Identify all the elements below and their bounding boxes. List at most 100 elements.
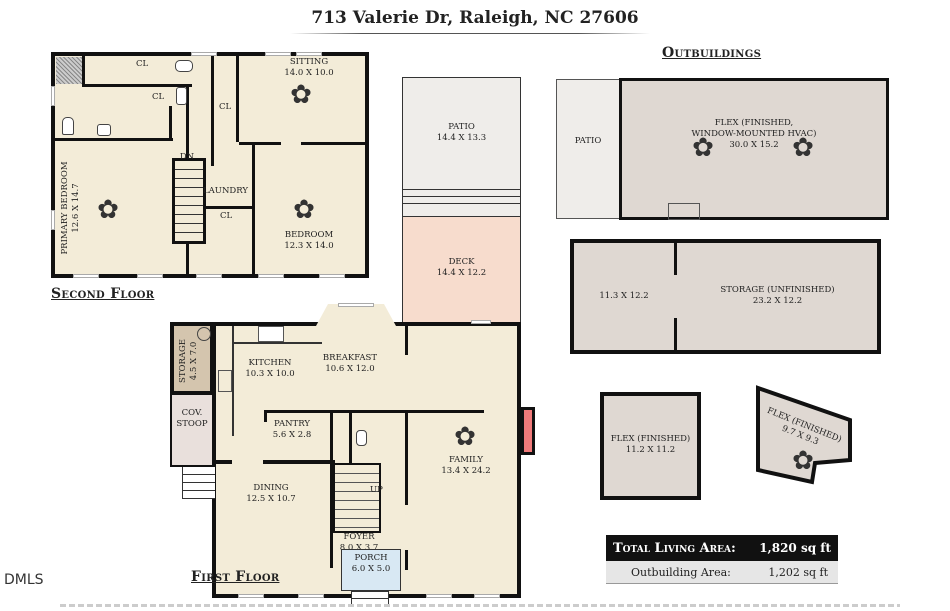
- window: [319, 274, 345, 278]
- step-line: [402, 203, 521, 204]
- room-label-kitchen: Kitchen 10.3 X 10.0: [245, 358, 295, 379]
- room-label-family: Family 13.4 X 24.2: [441, 455, 491, 476]
- window: [296, 52, 322, 56]
- title-underline: [290, 33, 650, 34]
- window: [265, 52, 291, 56]
- window: [471, 320, 491, 324]
- area-totals-table: Total Living Area: 1,820 sq ft Outbuildi…: [606, 535, 838, 584]
- room-label: CL: [220, 211, 233, 221]
- toilet-icon: [175, 60, 193, 72]
- window: [196, 274, 222, 278]
- sink-icon: [97, 124, 111, 136]
- wall: [201, 206, 252, 209]
- wall: [330, 450, 333, 568]
- wall: [405, 550, 408, 570]
- stove-icon: [218, 370, 232, 392]
- porch-area: [341, 549, 401, 591]
- flex-building-1: [619, 78, 889, 220]
- hvac-unit-icon: [668, 203, 700, 220]
- window: [51, 210, 55, 230]
- flex-building-2: [600, 392, 701, 500]
- wall: [212, 460, 232, 464]
- room-label: CL: [136, 59, 149, 69]
- outbuilding-area-label: Outbuilding Area:: [631, 565, 731, 579]
- room-label-storage-small: 11.3 X 12.2: [599, 291, 649, 301]
- disclaimer-text: [60, 604, 900, 607]
- room-label-storage-unfinished: Storage (Unfinished) 23.2 X 12.2: [720, 285, 835, 306]
- flex-building-3: [756, 385, 852, 485]
- room-label-porch: Porch 6.0 X 5.0: [351, 553, 391, 574]
- window: [51, 86, 55, 106]
- outbuilding-area-value: 1,202 sq ft: [768, 565, 828, 579]
- room-label-patio: Patio 14.4 X 13.3: [436, 122, 487, 143]
- room-label-deck: Deck 14.4 X 12.2: [436, 257, 487, 278]
- wall: [674, 243, 677, 350]
- toilet-icon: [356, 430, 367, 446]
- wall: [186, 234, 189, 278]
- window: [426, 594, 452, 598]
- room-label: Laundry: [203, 186, 248, 196]
- total-living-area-value: 1,820 sq ft: [759, 541, 831, 555]
- outbuilding-patio: [556, 79, 620, 219]
- toilet-icon: [62, 117, 74, 135]
- wall: [82, 56, 85, 86]
- wall: [169, 106, 172, 140]
- wall: [264, 410, 267, 422]
- deck-area: [402, 216, 521, 325]
- window: [474, 594, 500, 598]
- room-label-stoop: COV. STOOP: [176, 408, 208, 429]
- section-heading-second-floor: Second Floor: [51, 286, 155, 302]
- ceiling-fan-icon: ✿: [792, 446, 814, 476]
- outbuilding-area-row: Outbuilding Area: 1,202 sq ft: [606, 561, 838, 584]
- room-label-flex-2: Flex (Finished) 11.2 X 11.2: [610, 434, 691, 455]
- wall: [211, 56, 214, 166]
- ceiling-fan-icon: ✿: [792, 133, 814, 163]
- stair-label: UP: [370, 485, 383, 495]
- staircase-down: [172, 158, 206, 244]
- room-label-foyer: Foyer 8.0 X 3.7: [339, 532, 379, 553]
- page-title: 713 Valerie Dr, Raleigh, NC 27606: [311, 8, 639, 28]
- staircase-up: [333, 463, 381, 533]
- shower-icon: [56, 57, 83, 84]
- wall: [239, 142, 281, 145]
- window: [338, 303, 374, 307]
- wall: [186, 84, 189, 174]
- room-label-bedroom: Bedroom 12.3 X 14.0: [284, 230, 334, 251]
- window: [238, 594, 264, 598]
- ceiling-fan-icon: ✿: [293, 195, 315, 225]
- window: [298, 594, 324, 598]
- stoop-steps: [182, 467, 215, 499]
- wall: [55, 138, 173, 141]
- step-line: [402, 189, 521, 190]
- room-label-dining: Dining 12.5 X 10.7: [246, 483, 296, 504]
- section-heading-first-floor: First Floor: [191, 569, 280, 585]
- wall: [236, 56, 239, 142]
- first-floor-plan: Patio 14.4 X 13.3 Deck 14.4 X 12.2 Stora…: [168, 77, 535, 607]
- room-label: CL: [152, 92, 165, 102]
- second-floor-plan: DN CL CL CL CL Laundry Sitting 14.0 X 10…: [51, 52, 369, 278]
- water-heater-icon: [197, 327, 211, 341]
- wall: [252, 145, 255, 275]
- window: [137, 274, 163, 278]
- room-label-sitting: Sitting 14.0 X 10.0: [284, 57, 334, 78]
- counter: [232, 326, 322, 344]
- wall: [349, 413, 352, 463]
- fireplace: [521, 407, 535, 455]
- section-heading-outbuildings: Outbuildings: [662, 45, 762, 61]
- ceiling-fan-icon: ✿: [692, 133, 714, 163]
- wall: [405, 410, 408, 505]
- storage-building: [570, 239, 881, 354]
- total-living-area-row: Total Living Area: 1,820 sq ft: [606, 535, 838, 561]
- bay-window: [316, 304, 396, 326]
- wall: [405, 325, 408, 355]
- room-label: CL: [219, 102, 232, 112]
- wall: [301, 142, 365, 145]
- wall: [82, 84, 192, 87]
- watermark: DMLS: [4, 572, 44, 588]
- room-label-breakfast: Breakfast 10.6 X 12.0: [322, 353, 378, 374]
- wall: [330, 413, 333, 463]
- wall: [263, 460, 335, 464]
- ceiling-fan-icon: ✿: [97, 195, 119, 225]
- room-label-primary-bedroom: Primary Bedroom 12.6 X 14.7: [60, 161, 81, 255]
- counter: [216, 326, 234, 436]
